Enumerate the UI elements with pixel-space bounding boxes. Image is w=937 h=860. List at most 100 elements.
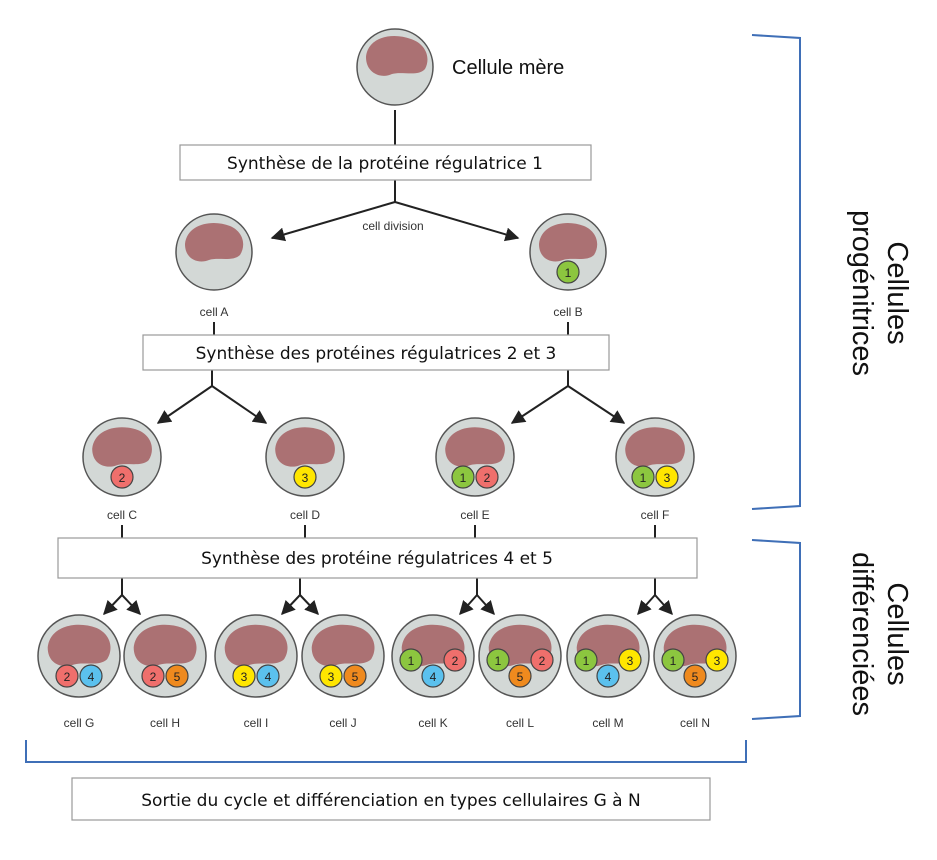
nucleus-icon	[539, 223, 598, 262]
protein-number: 5	[692, 670, 699, 684]
exit-text: Sortie du cycle et différenciation en ty…	[141, 791, 640, 811]
step-3-text: Synthèse des protéine régulatrices 4 et …	[201, 549, 553, 569]
nucleus-icon	[133, 624, 197, 667]
protein-number: 1	[583, 654, 590, 668]
protein-number: 3	[302, 471, 309, 485]
cell-label: cell L	[506, 716, 534, 730]
protein-number: 3	[664, 471, 671, 485]
nucleus-icon	[92, 427, 152, 467]
protein-number: 3	[328, 670, 335, 684]
mother-cell-label: Cellule mère	[452, 57, 564, 79]
protein-1-marker: 1	[574, 648, 598, 672]
bottom-bracket	[25, 740, 747, 763]
cell-c: 2 cell C	[82, 417, 162, 522]
cell-k: 1 2 4 cell K	[391, 614, 475, 730]
protein-1-marker: 1	[631, 465, 655, 489]
protein-4-marker: 4	[256, 664, 280, 688]
cell-m: 1 3 4 cell M	[566, 614, 650, 730]
division-label: cell division	[362, 219, 423, 233]
exit-box: Sortie du cycle et différenciation en ty…	[71, 777, 711, 821]
cell-d: 3 cell D	[265, 417, 345, 522]
protein-2-marker: 2	[110, 465, 134, 489]
protein-2-marker: 2	[55, 664, 79, 688]
protein-5-marker: 5	[343, 664, 367, 688]
protein-number: 4	[88, 670, 95, 684]
protein-number: 3	[627, 654, 634, 668]
protein-number: 1	[460, 471, 467, 485]
protein-1-marker: 1	[486, 648, 510, 672]
cell-label: cell K	[418, 716, 447, 730]
nucleus-icon	[445, 427, 505, 467]
progenitors-label: Cellules progénitrices	[846, 210, 913, 376]
cell-label: cell D	[290, 508, 320, 522]
cell-n: 1 3 5 cell N	[653, 614, 737, 730]
cell-label: cell E	[460, 508, 489, 522]
protein-number: 3	[241, 670, 248, 684]
protein-number: 2	[452, 654, 459, 668]
protein-number: 4	[265, 670, 272, 684]
protein-4-marker: 4	[79, 664, 103, 688]
protein-number: 2	[539, 654, 546, 668]
protein-3-marker: 3	[319, 664, 343, 688]
protein-number: 2	[484, 471, 491, 485]
cell-label: cell G	[64, 716, 95, 730]
cell-a: cell A	[175, 213, 253, 319]
step-2-text: Synthèse des protéines régulatrices 2 et…	[196, 344, 557, 364]
protein-3-marker: 3	[618, 648, 642, 672]
nucleus-icon	[47, 624, 111, 667]
step-box-2: Synthèse des protéines régulatrices 2 et…	[142, 334, 610, 371]
cell-h: 2 5 cell H	[123, 614, 207, 730]
step-1-text: Synthèse de la protéine régulatrice 1	[227, 154, 543, 174]
protein-4-marker: 4	[596, 664, 620, 688]
cell-b: 1 cell B	[529, 213, 607, 319]
differentiated-bracket	[751, 539, 801, 720]
cell-label: cell J	[329, 716, 356, 730]
progenitors-bracket	[751, 34, 801, 510]
differentiated-label-line-2: différenciées	[846, 552, 878, 716]
nucleus-icon	[366, 36, 428, 76]
protein-2-marker: 2	[530, 648, 554, 672]
progenitors-label-line-2: progénitrices	[846, 210, 878, 376]
nucleus-icon	[625, 427, 685, 467]
nucleus-icon	[311, 624, 375, 667]
nucleus-icon	[185, 223, 244, 262]
cell-l: 1 2 5 cell L	[478, 614, 562, 730]
cell-label: cell A	[200, 305, 229, 319]
protein-1-marker: 1	[661, 648, 685, 672]
cell-label: cell C	[107, 508, 137, 522]
protein-number: 5	[352, 670, 359, 684]
protein-3-marker: 3	[232, 664, 256, 688]
protein-1-marker: 1	[399, 648, 423, 672]
differentiated-label: Cellules différenciées	[846, 552, 913, 716]
differentiated-label-line-1: Cellules	[881, 582, 913, 685]
cell-label: cell M	[592, 716, 623, 730]
step-box-1: Synthèse de la protéine régulatrice 1	[179, 144, 592, 181]
nucleus-icon	[275, 427, 335, 467]
cell-label: cell I	[244, 716, 269, 730]
cell-label: cell H	[150, 716, 180, 730]
protein-number: 5	[517, 670, 524, 684]
cell-i: 3 4 cell I	[214, 614, 298, 730]
cell-label: cell F	[641, 508, 670, 522]
protein-4-marker: 4	[421, 664, 445, 688]
protein-number: 2	[119, 471, 126, 485]
protein-number: 1	[670, 654, 677, 668]
protein-5-marker: 5	[508, 664, 532, 688]
protein-5-marker: 5	[683, 664, 707, 688]
protein-2-marker: 2	[141, 664, 165, 688]
protein-1-marker: 1	[451, 465, 475, 489]
progenitors-label-line-1: Cellules	[881, 241, 913, 344]
cell-label: cell N	[680, 716, 710, 730]
protein-number: 2	[150, 670, 157, 684]
protein-1-marker: 1	[556, 260, 580, 284]
protein-number: 4	[605, 670, 612, 684]
cell-label: cell B	[553, 305, 582, 319]
protein-number: 3	[714, 654, 721, 668]
protein-number: 4	[430, 670, 437, 684]
step-box-3: Synthèse des protéine régulatrices 4 et …	[57, 537, 698, 579]
protein-number: 5	[174, 670, 181, 684]
protein-2-marker: 2	[443, 648, 467, 672]
